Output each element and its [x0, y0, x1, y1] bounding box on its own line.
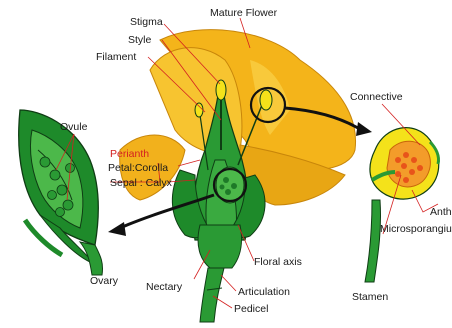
pedicel-stem — [200, 268, 224, 322]
stamen-detail — [365, 128, 439, 282]
label-floral-axis: Floral axis — [254, 256, 302, 268]
label-stigma: Stigma — [130, 16, 163, 28]
ovary-section — [19, 110, 103, 275]
label-sepal: Sepal : Calyx — [110, 177, 173, 189]
label-mature-flower: Mature Flower — [210, 7, 278, 19]
label-filament: Filament — [96, 51, 136, 63]
label-connective: Connective — [350, 91, 403, 103]
label-perianth: Perianth — [110, 148, 149, 160]
label-microsporangium: Microsporangiu — [380, 223, 452, 235]
label-ovary: Ovary — [90, 275, 119, 287]
label-ovule: Ovule — [60, 121, 88, 133]
label-stamen: Stamen — [352, 291, 388, 303]
label-pedicel: Pedicel — [234, 303, 268, 315]
label-nectary: Nectary — [146, 281, 183, 293]
label-anther: Anth — [430, 206, 452, 218]
label-petal: Petal:Corolla — [108, 162, 168, 174]
label-style: Style — [128, 34, 152, 46]
label-articulation: Articulation — [238, 286, 290, 298]
